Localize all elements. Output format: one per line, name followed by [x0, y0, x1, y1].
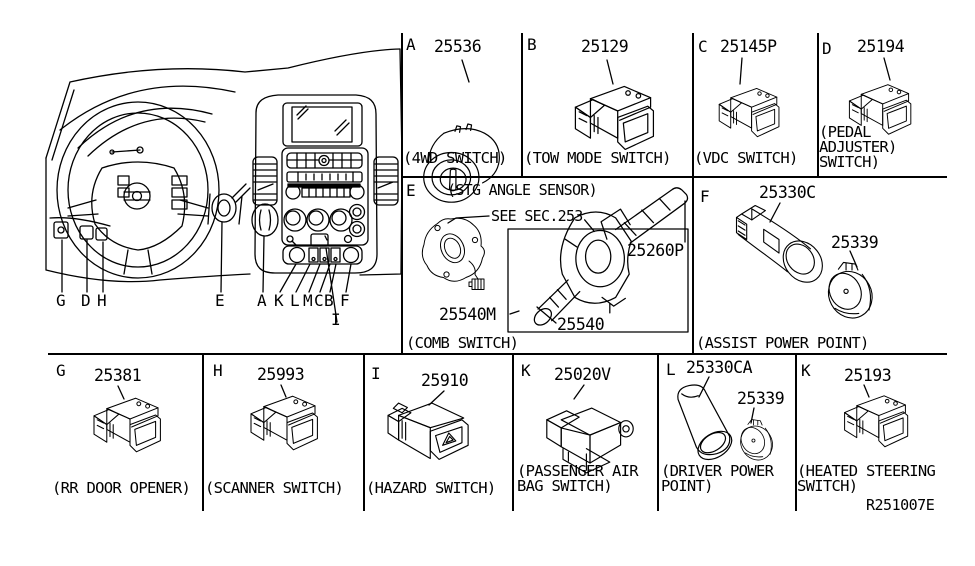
section-letter: K: [801, 361, 811, 380]
divider: [512, 353, 514, 511]
divider: [521, 33, 523, 176]
assist-power-point-drawing: [735, 202, 881, 327]
part-number-25330c: 25330C: [759, 183, 816, 202]
figure-code: R251007E: [866, 496, 935, 514]
section-k-passenger-airbag-switch: K 25020V (PASSENGER AIR BAG SWITCH): [512, 353, 657, 511]
tow-mode-switch-drawing: [574, 59, 655, 151]
part-number-25540: 25540: [557, 315, 605, 334]
dashboard-illustration: [40, 18, 405, 340]
scanner-switch-drawing: [250, 384, 318, 451]
driver-power-point-drawing: [677, 376, 779, 467]
divider: [401, 33, 403, 353]
part-number-25145p: 25145P: [720, 37, 777, 56]
caption-rr-door-opener: (RR DOOR OPENER): [52, 479, 191, 497]
caption-tow-mode-switch: (TOW MODE SWITCH): [524, 149, 671, 167]
callout-letter-b: B: [324, 291, 334, 310]
section-l-driver-power-point: L 25330CA 25339 (DRIVER POWER POINT): [657, 353, 795, 511]
part-number-25193: 25193: [844, 366, 892, 385]
divider: [363, 353, 365, 511]
caption-pedal-adjuster-2: ADJUSTER): [819, 138, 897, 156]
section-letter: F: [700, 187, 710, 206]
section-f-assist-power-point: F 25330C 25339 (ASSIST POWER POINT): [692, 177, 947, 353]
section-letter: B: [527, 35, 537, 54]
section-letter: I: [371, 364, 381, 383]
divider: [401, 176, 947, 178]
section-letter: K: [521, 361, 531, 380]
dashboard-drawing: [45, 48, 403, 323]
divider: [795, 353, 797, 511]
section-i-hazard-switch: I 25910 (HAZARD SWITCH): [363, 353, 512, 511]
caption-heated-steering-1: (HEATED STEERING: [797, 462, 936, 480]
heading-stg-angle-sensor: (STG ANGLE SENSOR): [447, 181, 598, 199]
caption-driver-power-point-1: (DRIVER POWER: [661, 462, 774, 480]
caption-4wd-switch: (4WD SWITCH): [403, 149, 507, 167]
part-number-25194: 25194: [857, 37, 905, 56]
section-letter: C: [698, 37, 708, 56]
callout-letter-i: I: [331, 310, 341, 329]
section-k-heated-steering-switch: K 25193 (HEATED STEERING SWITCH): [795, 353, 953, 511]
rr-door-opener-drawing: [93, 385, 161, 453]
part-number-25381: 25381: [94, 366, 142, 385]
divider: [48, 353, 947, 355]
callout-letter-l: L: [290, 291, 300, 310]
comb-switch-drawing: [421, 187, 689, 333]
section-a-4wd-switch: A 25536 (4WD SWITCH): [401, 30, 521, 203]
section-c-vdc-switch: C 25145P (VDC SWITCH): [692, 30, 817, 177]
section-letter: L: [666, 360, 676, 379]
pedal-adjuster-switch-drawing: [848, 57, 912, 135]
section-letter: H: [213, 361, 223, 380]
hazard-switch-drawing: [387, 390, 469, 460]
callout-letter-c: C: [314, 291, 324, 310]
passenger-airbag-switch-drawing: [546, 384, 634, 474]
heated-steering-switch-drawing: [844, 384, 909, 448]
part-number-25339-l: 25339: [737, 389, 785, 408]
caption-passenger-airbag-1: (PASSENGER AIR: [517, 462, 639, 480]
part-number-25540m: 25540M: [439, 305, 496, 324]
caption-driver-power-point-2: POINT): [661, 477, 713, 495]
caption-hazard-switch: (HAZARD SWITCH): [366, 479, 496, 497]
section-letter: A: [406, 35, 416, 54]
caption-pedal-adjuster-3: SWITCH): [819, 153, 880, 171]
divider: [692, 33, 694, 353]
caption-passenger-airbag-2: BAG SWITCH): [517, 477, 613, 495]
vdc-switch-drawing: [718, 57, 780, 138]
callout-letter-f: F: [340, 291, 350, 310]
callout-letter-g: G: [56, 291, 66, 310]
caption-assist-power-point: (ASSIST POWER POINT): [696, 334, 869, 352]
part-number-25910: 25910: [421, 371, 469, 390]
section-b-tow-mode-switch: B 25129 (TOW MODE SWITCH): [521, 30, 692, 177]
callout-letter-k: K: [274, 291, 284, 310]
part-number-25260p: 25260P: [627, 241, 684, 260]
divider: [817, 33, 819, 176]
caption-heated-steering-2: SWITCH): [797, 477, 858, 495]
callout-letter-e: E: [215, 291, 225, 310]
divider: [657, 353, 659, 511]
part-number-25536: 25536: [434, 37, 482, 56]
section-d-pedal-adjuster-switch: D 25194 (PEDAL ADJUSTER) SWITCH): [817, 30, 947, 177]
callout-letter-d: D: [81, 291, 91, 310]
part-number-25020v: 25020V: [554, 365, 611, 384]
section-letter: G: [56, 361, 66, 380]
section-e-comb-switch: E (STG ANGLE SENSOR) SEE SEC.253 25260P …: [401, 177, 692, 353]
4wd-switch-drawing: [423, 59, 500, 203]
part-number-25339: 25339: [831, 233, 879, 252]
caption-vdc-switch: (VDC SWITCH): [694, 149, 798, 167]
part-number-25330ca: 25330CA: [686, 358, 753, 377]
section-g-rr-door-opener: G 25381 (RR DOOR OPENER): [48, 353, 202, 511]
part-number-25993: 25993: [257, 365, 305, 384]
section-letter: D: [822, 39, 832, 58]
divider: [202, 353, 204, 511]
section-letter: E: [406, 181, 416, 200]
part-number-25129: 25129: [581, 37, 629, 56]
callout-letter-h: H: [97, 291, 107, 310]
caption-scanner-switch: (SCANNER SWITCH): [205, 479, 344, 497]
note-see-sec-253: SEE SEC.253: [491, 207, 583, 225]
caption-comb-switch: (COMB SWITCH): [406, 334, 519, 352]
callout-letter-a: A: [257, 291, 267, 310]
callout-letter-m: M: [303, 291, 313, 310]
caption-pedal-adjuster-1: (PEDAL: [819, 123, 871, 141]
section-h-scanner-switch: H 25993 (SCANNER SWITCH): [202, 353, 363, 511]
